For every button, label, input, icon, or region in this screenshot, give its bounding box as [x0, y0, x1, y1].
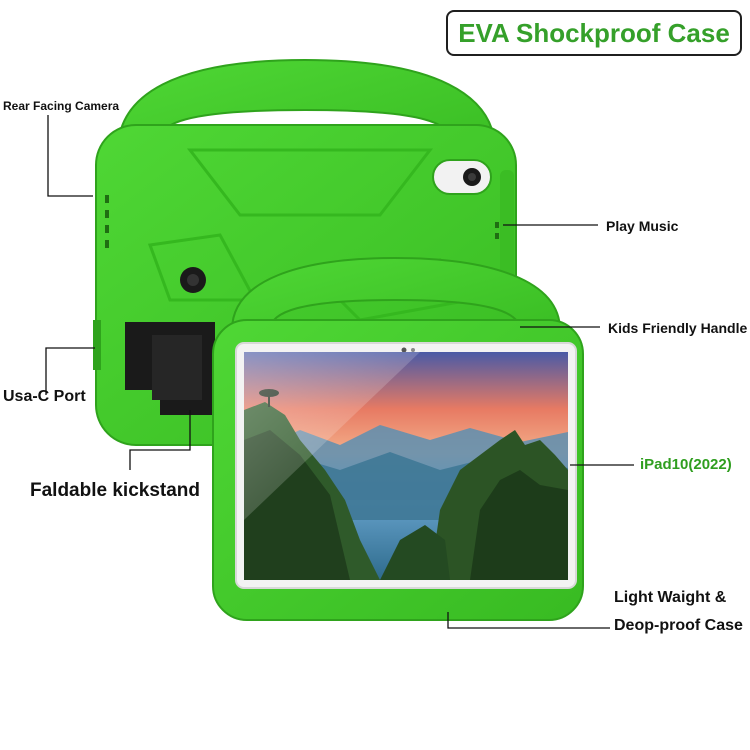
callout-usb-port: Usa-C Port: [3, 388, 86, 405]
camera-cutout: [432, 159, 492, 195]
callout-rear-camera: Rear Facing Camera: [3, 99, 120, 113]
callout-play-music: Play Music: [606, 218, 679, 234]
front-case: [212, 256, 584, 621]
callout-light-weight-line1: Light Waight &: [614, 589, 727, 606]
callout-kids-handle: Kids Friendly Handle: [608, 320, 748, 336]
callout-lines: [45, 115, 634, 629]
title-badge: EVA Shockproof Case: [446, 10, 742, 56]
badge-title: EVA Shockproof Case: [458, 17, 730, 48]
callout-kickstand: Faldable kickstand: [30, 480, 201, 501]
callout-light-weight-line2: Deop-proof Case: [614, 617, 743, 634]
callout-model: iPad10(2022): [640, 456, 732, 473]
